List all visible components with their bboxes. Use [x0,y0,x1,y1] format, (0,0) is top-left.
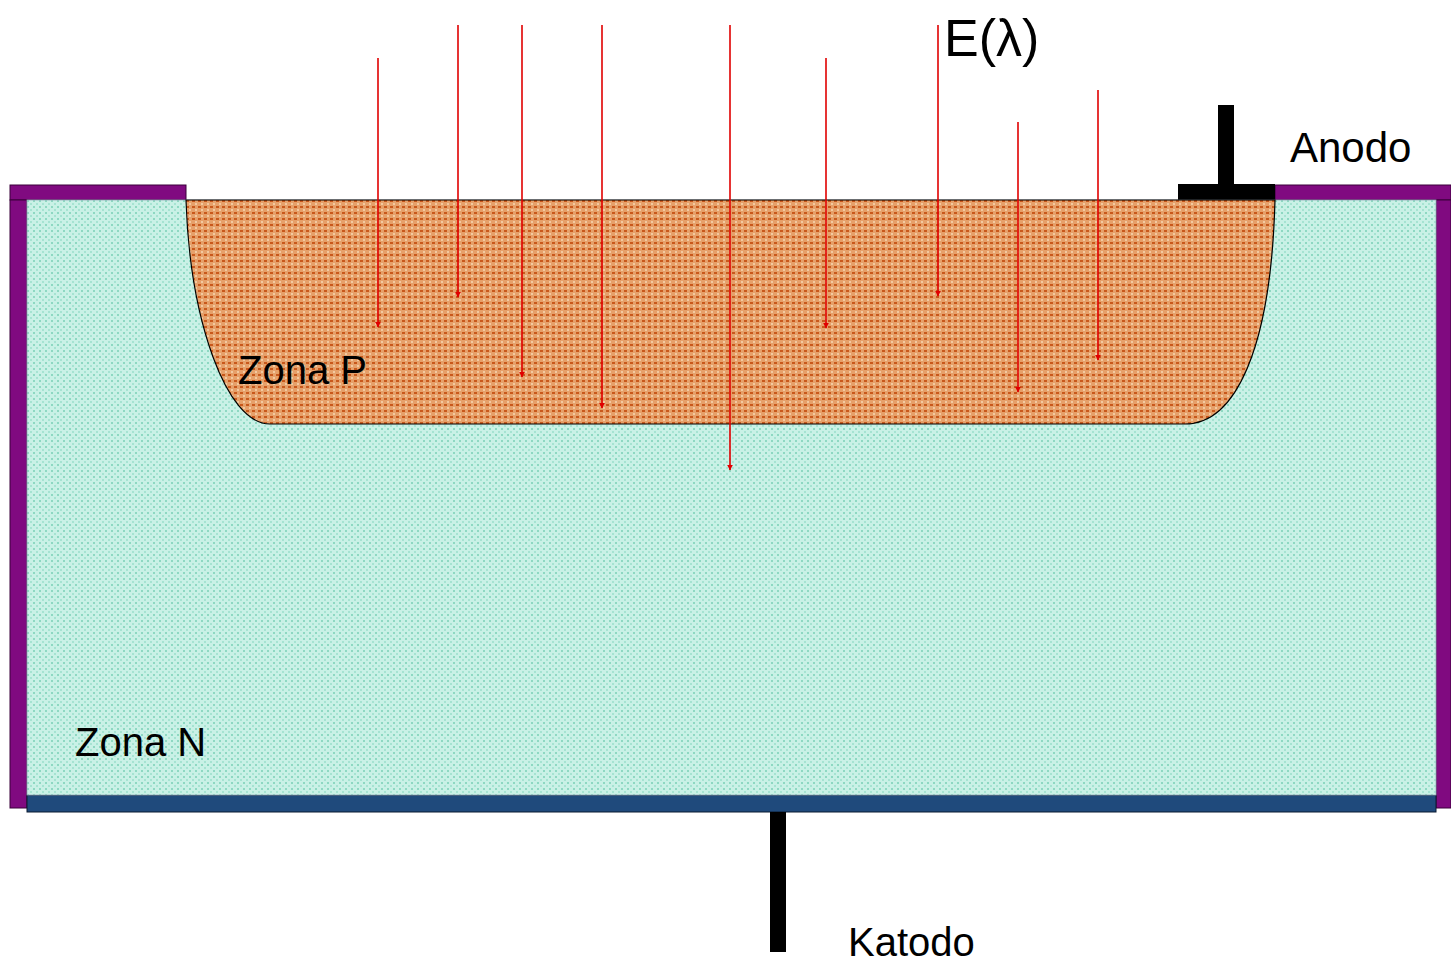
light-ray [377,58,379,327]
anode-lead [1218,105,1234,185]
light-label: E(λ) [944,12,1039,64]
n-region-fill [27,200,1436,795]
cathode-label: Katodo [848,922,975,962]
light-ray [1017,122,1019,392]
side-wall [1436,200,1451,808]
oxide-layer [1275,185,1451,200]
cathode-lead [770,812,786,952]
light-ray [1097,90,1099,360]
anode-contact [1178,184,1275,200]
light-ray [729,25,731,470]
cathode-contact [27,795,1436,812]
oxide-layer [10,185,186,200]
region-label: Zona N [75,722,206,762]
anode-label: Anodo [1290,127,1411,169]
light-ray [937,25,939,296]
side-wall [10,200,27,808]
region-label: Zona P [238,350,367,390]
n-region: Zona N Zona P [27,200,1436,795]
light-ray [521,25,523,377]
light-ray [825,58,827,328]
light-ray [457,25,459,297]
light-ray [601,25,603,408]
